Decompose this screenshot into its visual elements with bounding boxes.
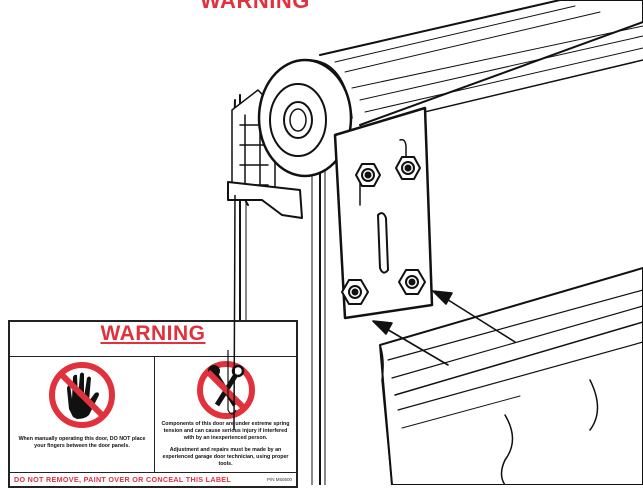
roller-shaft: [319, 0, 643, 126]
warning-title: WARNING: [100, 322, 206, 345]
label-divider: [10, 356, 296, 357]
warning-label: WARNING When manually operating this doo…: [8, 320, 298, 488]
direction-arrows: [372, 290, 516, 366]
header-fragment-text: WARNING: [200, 0, 310, 13]
tools-warning-text: Components of this door are under extrem…: [161, 421, 290, 441]
header-fragment: WARNING: [0, 0, 643, 14]
warning-panel-hand: When manually operating this door, DO NO…: [10, 357, 154, 471]
arrow-upper: [432, 290, 516, 343]
warning-panel-tools: Components of this door are under extrem…: [155, 357, 296, 471]
hand-warning-text: When manually operating this door, DO NO…: [18, 436, 146, 449]
door-panel: [379, 267, 643, 485]
label-footer: DO NOT REMOVE, PAINT OVER OR CONCEAL THI…: [14, 475, 232, 484]
label-divider-vertical: [154, 356, 155, 472]
roller-wheel: [257, 58, 353, 178]
footer-divider: [10, 472, 296, 473]
arrow-lower: [372, 320, 449, 366]
no-hand-icon: [49, 362, 115, 428]
part-number: P/N M50500: [266, 477, 292, 482]
tools-warning-text-2: Adjustment and repairs must be made by a…: [162, 447, 289, 467]
no-tools-icon: [197, 361, 255, 419]
